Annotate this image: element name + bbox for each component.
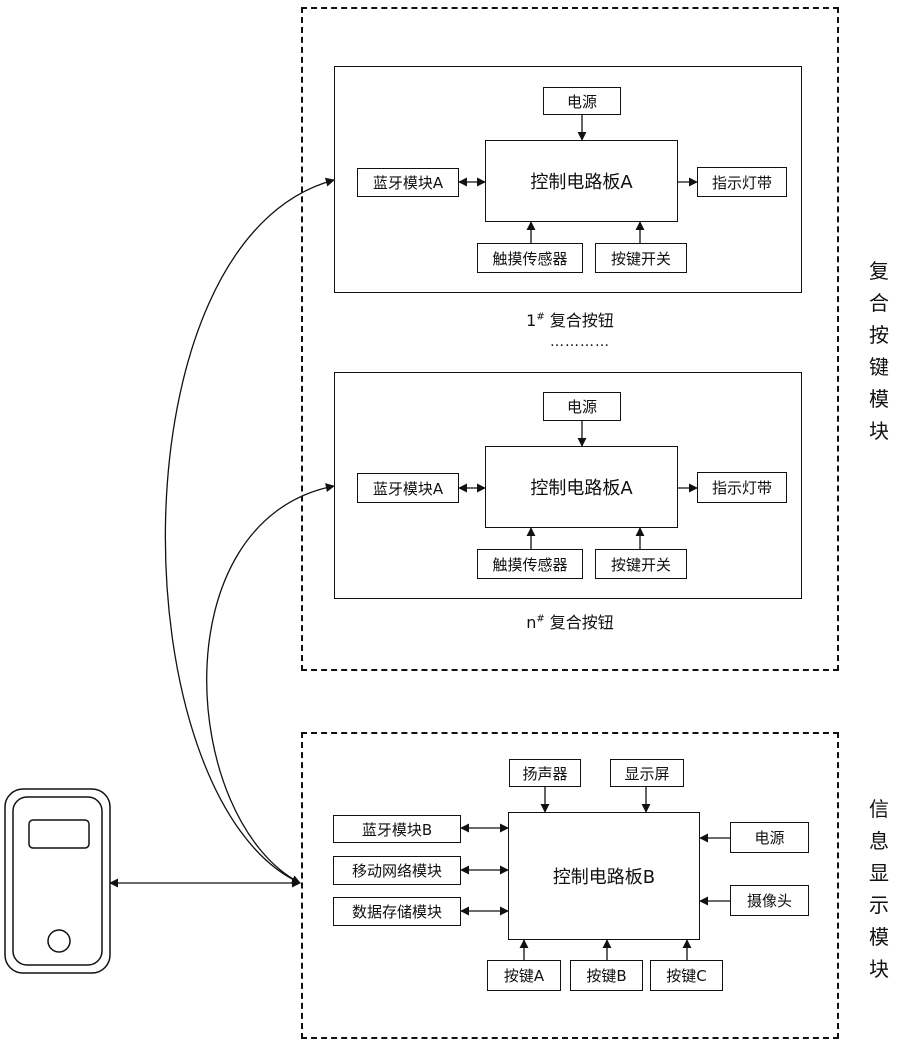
power-box-b: 电源 [730, 822, 809, 853]
mobile-network-box: 移动网络模块 [333, 856, 461, 885]
bluetooth-a-box-1: 蓝牙模块A [357, 168, 459, 197]
power-box-1: 电源 [543, 87, 621, 115]
power-box-n: 电源 [543, 392, 621, 421]
bluetooth-b-box: 蓝牙模块B [333, 815, 461, 843]
control-board-a-1: 控制电路板A [485, 140, 678, 222]
key-a-box: 按键A [487, 960, 561, 991]
phone-icon [5, 789, 110, 973]
control-board-a-n: 控制电路板A [485, 446, 678, 528]
touch-sensor-box-n: 触摸传感器 [477, 549, 583, 579]
control-board-b: 控制电路板B [508, 812, 700, 940]
data-storage-box: 数据存储模块 [333, 897, 461, 926]
indicator-strip-box-n: 指示灯带 [697, 472, 787, 503]
key-b-box: 按键B [570, 960, 643, 991]
button-1-caption: 1# 复合按钮 [490, 307, 650, 331]
screen-box: 显示屏 [610, 759, 684, 787]
key-c-box: 按键C [650, 960, 723, 991]
composite-module-label: 复合按键模块 [866, 255, 892, 447]
button-n-caption: n# 复合按钮 [490, 609, 650, 633]
indicator-strip-box-1: 指示灯带 [697, 167, 787, 197]
bluetooth-a-box-n: 蓝牙模块A [357, 473, 459, 503]
camera-box: 摄像头 [730, 885, 809, 916]
key-switch-box-n: 按键开关 [595, 549, 687, 579]
touch-sensor-box-1: 触摸传感器 [477, 243, 583, 273]
speaker-box: 扬声器 [509, 759, 581, 787]
key-switch-box-1: 按键开关 [595, 243, 687, 273]
display-module-label: 信息显示模块 [866, 793, 892, 985]
ellipsis: ………… [530, 334, 630, 350]
